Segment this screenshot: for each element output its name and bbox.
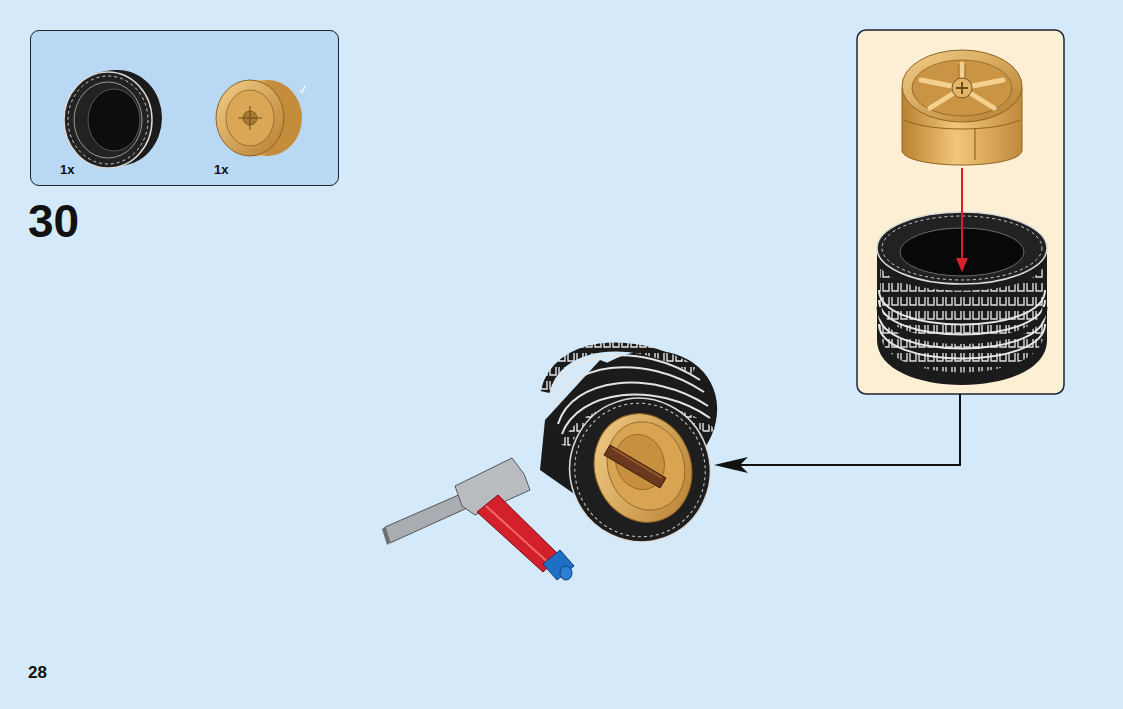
- rim: [902, 50, 1022, 165]
- parts-panel-ground: [30, 30, 339, 186]
- step-number: 30: [28, 196, 79, 247]
- axle-assembly: [382, 458, 574, 580]
- insert-arrow: [956, 168, 968, 272]
- callout-panel: [857, 30, 1064, 394]
- page-number: 28: [28, 664, 47, 683]
- part-count: 1x: [60, 162, 74, 177]
- assembly-arrow: [714, 394, 960, 473]
- part-count: 1x: [214, 162, 228, 177]
- rim-icon: [216, 80, 305, 156]
- parts-panel: 1x 1x: [30, 30, 339, 186]
- wheel: [538, 324, 741, 561]
- tire-icon: [64, 70, 162, 168]
